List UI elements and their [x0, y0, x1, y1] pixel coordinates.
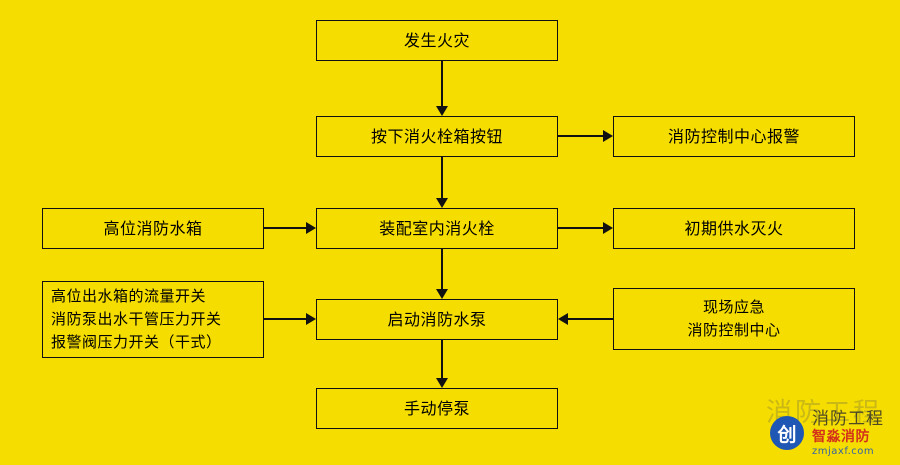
node-indoor-hydrant: 装配室内消火栓 [316, 208, 558, 249]
node-control-center-alarm: 消防控制中心报警 [613, 116, 855, 157]
node-start-fire-pump: 启动消防水泵 [316, 299, 558, 340]
connector-fire-to-press [436, 61, 448, 116]
connector-indoor-hydrant-to-initial-firefighting [558, 222, 613, 234]
node-fire: 发生火灾 [316, 20, 558, 61]
connector-indoor-hydrant-to-start-pump [436, 249, 448, 299]
connector-start-pump-to-manual-stop [436, 340, 448, 388]
connector-switches-to-start-pump [264, 313, 316, 325]
watermark-logo-icon: 创 [770, 416, 804, 451]
node-pressure-flow-switches: 高位出水箱的流量开关 消防泵出水干管压力开关 报警阀压力开关（干式） [42, 281, 264, 358]
watermark: 创 消防工程 智淼消防 zmjaxf.com [770, 408, 884, 457]
node-press-hydrant-button: 按下消火栓箱按钮 [316, 116, 558, 157]
watermark-subtitle: 智淼消防 [812, 429, 870, 446]
watermark-url: zmjaxf.com [812, 445, 875, 457]
node-high-level-water-tank: 高位消防水箱 [42, 208, 264, 249]
connector-press-to-indoor-hydrant [436, 157, 448, 208]
watermark-text-group: 消防工程 智淼消防 zmjaxf.com [812, 408, 884, 457]
node-onsite-emergency: 现场应急 消防控制中心 [613, 288, 855, 350]
watermark-title: 消防工程 [812, 408, 884, 429]
connector-press-to-control-center [558, 130, 613, 142]
node-initial-firefighting: 初期供水灭火 [613, 208, 855, 249]
connector-water-tank-to-indoor-hydrant [264, 222, 316, 234]
node-manual-stop-pump: 手动停泵 [316, 388, 558, 429]
connector-emergency-to-start-pump [558, 313, 613, 325]
